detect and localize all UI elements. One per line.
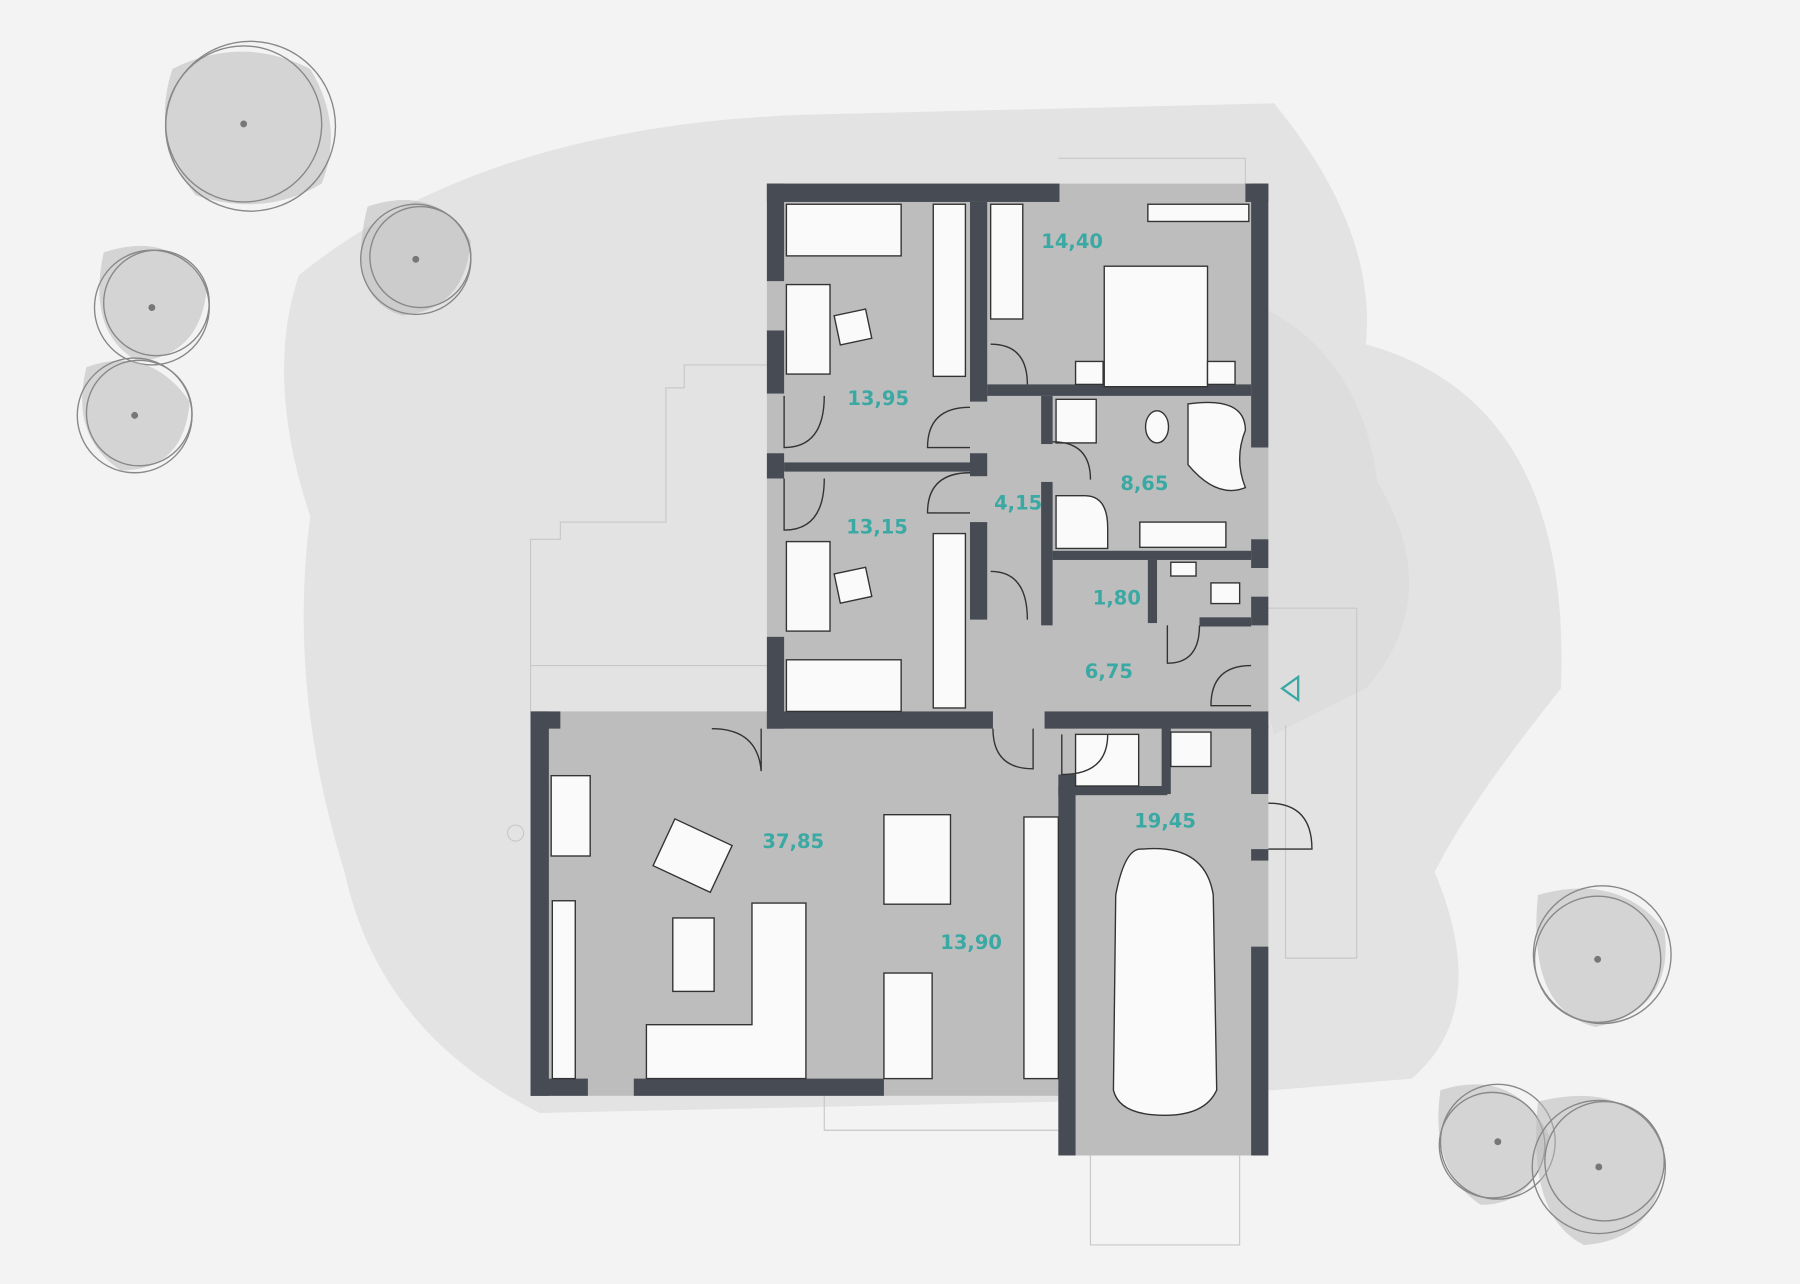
chair-icon (833, 308, 873, 346)
trees (76, 40, 1672, 1245)
bed-icon (785, 659, 902, 713)
kitchen-counter-icon (1023, 816, 1060, 1080)
desk-icon (785, 540, 831, 632)
room-area-garage: 19,45 (1134, 809, 1196, 832)
room-area-hallway: 4,15 (994, 491, 1042, 514)
sink-icon (1170, 561, 1197, 577)
wardrobe-icon (932, 203, 967, 378)
sink-icon (1139, 521, 1227, 549)
tv-stand-icon (551, 900, 576, 1080)
chair-icon (833, 566, 873, 604)
tree-icon (1531, 1095, 1667, 1245)
tree-icon (93, 245, 210, 366)
triangle-entrance-icon (1280, 674, 1300, 703)
tree-icon (76, 357, 193, 474)
boiler-icon (1170, 731, 1212, 768)
washing-machine-icon (1055, 398, 1097, 444)
tree-icon (1532, 885, 1672, 1027)
armchair-icon (652, 817, 734, 894)
room-area-entrance-hall: 6,75 (1085, 660, 1133, 683)
room-labels: 13,95 14,40 8,65 4,15 13,15 1,80 6,75 37… (762, 230, 1195, 954)
room-area-bathroom: 8,65 (1120, 472, 1168, 495)
room-area-wardrobe: 1,80 (1093, 587, 1141, 610)
furniture (550, 203, 1250, 1117)
bathtub-icon (1187, 401, 1247, 492)
shower-icon (1055, 495, 1109, 550)
wardrobe-icon (989, 203, 1024, 320)
room-area-kitchen-dining: 13,90 (940, 931, 1002, 954)
toilet-icon (1144, 410, 1170, 444)
wardrobe-icon (932, 532, 967, 709)
kitchen-sink-icon (550, 774, 591, 857)
doors (711, 343, 1313, 850)
terrace-outlines (506, 157, 1358, 1246)
walls (530, 183, 1269, 1156)
coffee-table-icon (672, 917, 715, 993)
toilet-icon (1210, 582, 1241, 605)
tree-icon (360, 199, 472, 316)
room-area-bedroom-2: 13,15 (846, 516, 908, 539)
room-area-bedroom-1: 13,95 (847, 387, 909, 410)
tree-icon (164, 40, 337, 212)
double-bed-icon (1103, 265, 1209, 388)
desk-icon (785, 283, 831, 375)
sofa-icon (645, 902, 807, 1080)
dining-table-icon (883, 814, 952, 905)
room-area-living-room: 37,85 (762, 830, 824, 853)
room-area-master-bedroom: 14,40 (1041, 230, 1103, 253)
bed-icon (785, 203, 902, 257)
car-icon (1112, 847, 1218, 1117)
dining-table-icon (883, 972, 933, 1080)
tv-unit-icon (1147, 203, 1250, 223)
